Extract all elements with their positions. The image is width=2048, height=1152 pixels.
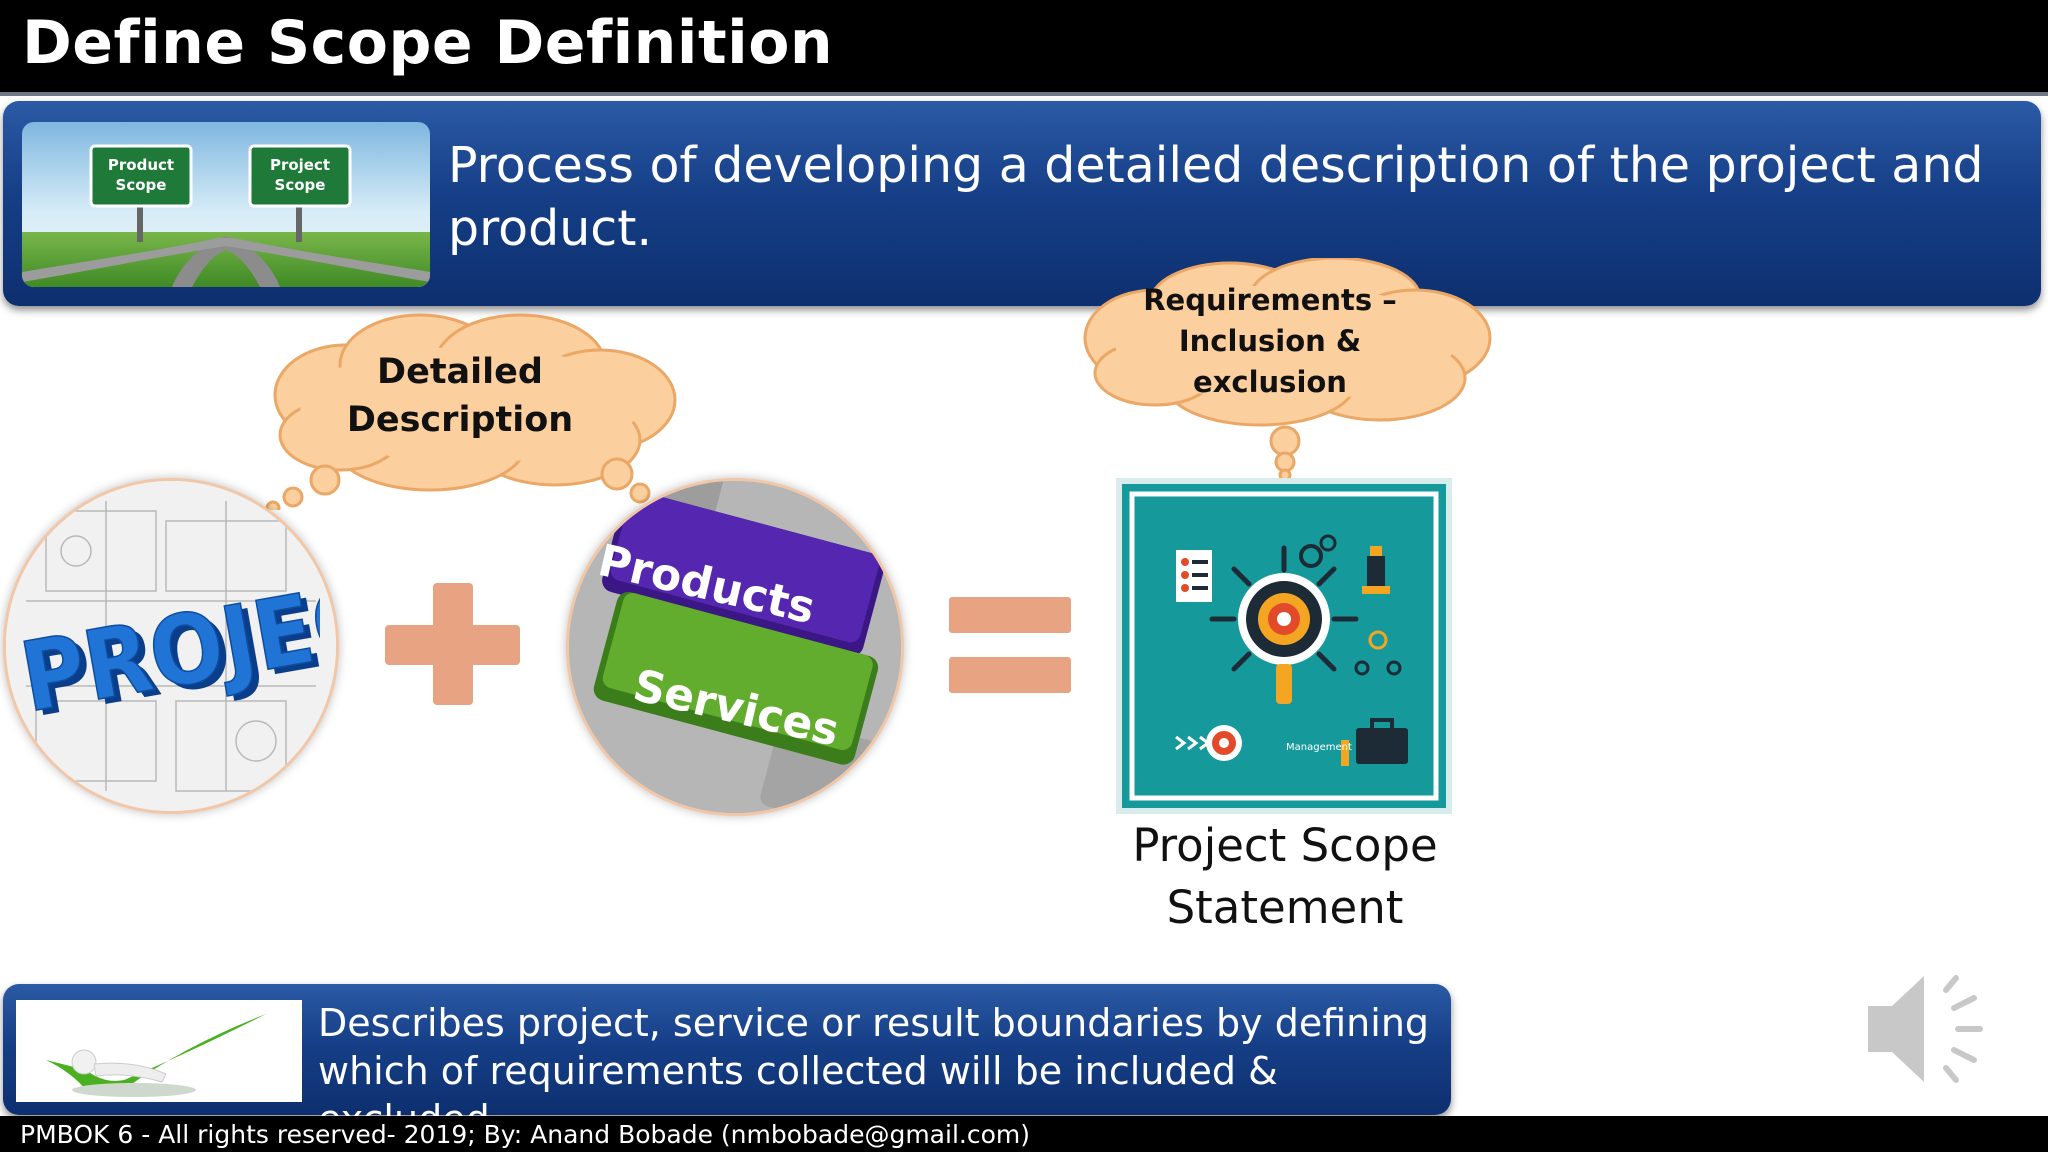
small-target-icon — [1175, 725, 1242, 761]
thought-cloud-left — [265, 313, 677, 510]
equals-icon — [949, 597, 1071, 693]
scope-management-image: Management — [1116, 478, 1452, 814]
blueprint-graphic — [6, 481, 336, 811]
keyboard-keys-graphic — [569, 481, 901, 813]
chess-piece-icon — [1362, 546, 1390, 594]
target-icon — [1209, 545, 1359, 704]
slide-title: Define Scope Definition — [22, 8, 834, 78]
project-word-art: PROJECT PROJECT — [20, 570, 320, 720]
checklist-icon — [1176, 550, 1212, 602]
project-word: PROJECT — [20, 570, 320, 720]
products-services-image — [566, 478, 904, 816]
intro-text: Process of developing a detailed descrip… — [448, 137, 1984, 257]
cloud-left-text: Detailed Description — [346, 352, 574, 440]
title-divider — [0, 92, 2048, 96]
speaker-icon[interactable] — [1862, 968, 1994, 1090]
crossroads-signs-image — [22, 122, 430, 287]
sign-product-scope: Product Scope — [107, 156, 175, 194]
cloud-right-text: Requirements – Inclusion & exclusion — [1143, 283, 1397, 399]
briefcase-icon — [1341, 718, 1408, 766]
management-label: Management — [1286, 742, 1352, 753]
gear-icon — [1299, 534, 1337, 568]
plus-icon — [385, 583, 520, 705]
footer-text: PMBOK 6 - All rights reserved- 2019; By:… — [20, 1120, 1030, 1149]
people-icon — [1354, 630, 1402, 676]
checkmark-person-image — [16, 1000, 302, 1102]
title-bar: Define Scope Definition — [0, 0, 2048, 92]
thought-cloud-right — [1083, 258, 1492, 480]
scope-statement-caption: Project Scope Statement — [1132, 819, 1438, 934]
sign-project-scope: Project Scope — [269, 156, 331, 194]
project-image — [3, 478, 339, 814]
footer-bar — [0, 1116, 2048, 1152]
